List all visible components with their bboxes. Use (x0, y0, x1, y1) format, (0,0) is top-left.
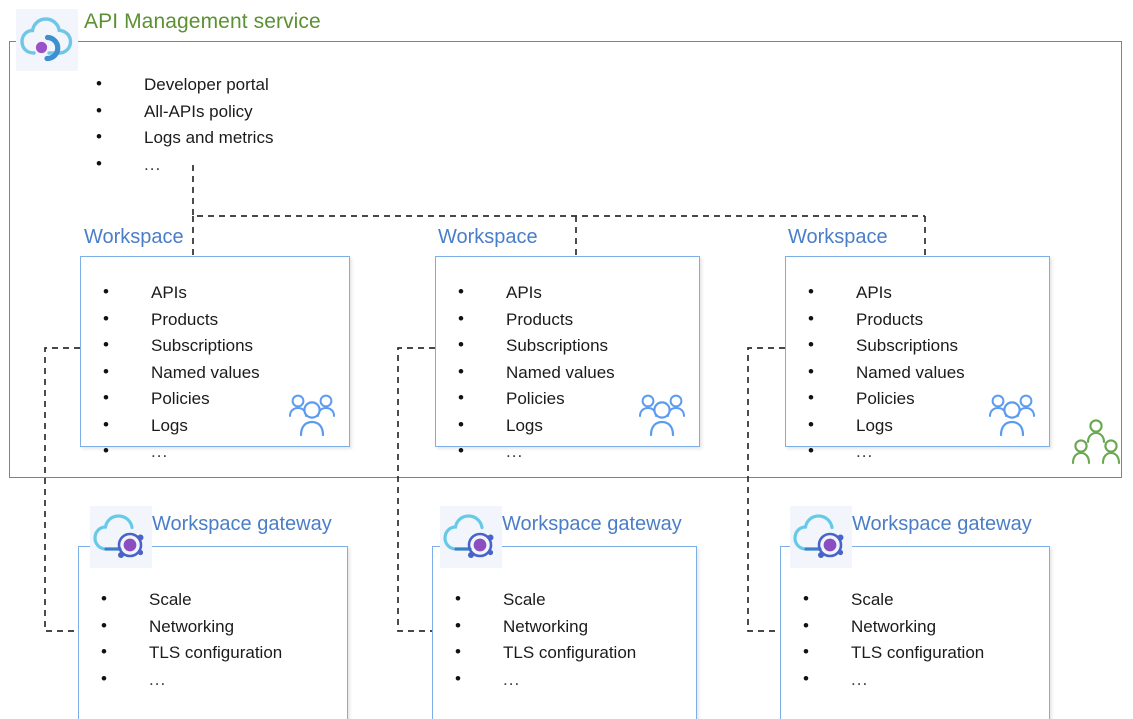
list-item: TLS configuration (455, 639, 636, 667)
list-item: ... (103, 438, 260, 466)
list-item: ... (455, 666, 636, 694)
workspace-gateway-2-label: Workspace gateway (502, 513, 682, 535)
workspace-2-label: Workspace (438, 226, 538, 248)
list-item: Logs (808, 412, 965, 440)
list-item: ... (101, 666, 282, 694)
list-item: Named values (808, 359, 965, 387)
list-item: Scale (803, 586, 984, 614)
page-title: API Management service (84, 10, 321, 33)
list-item: Products (458, 306, 615, 334)
workspace-1-card[interactable]: APIs Products Subscriptions Named values… (80, 256, 350, 464)
service-feature-list: Developer portal All-APIs policy Logs an… (96, 71, 273, 179)
list-item: Logs (103, 412, 260, 440)
list-item: Products (808, 306, 965, 334)
list-item: Scale (455, 586, 636, 614)
workspace-3-feature-list: APIs Products Subscriptions Named values… (808, 279, 965, 466)
list-item: APIs (808, 279, 965, 307)
list-item: Scale (101, 586, 282, 614)
list-item: TLS configuration (101, 639, 282, 667)
list-item: Policies (458, 385, 615, 413)
workspace-gateway-1-card[interactable]: Scale Networking TLS configuration ... (78, 546, 348, 719)
people-group-icon (285, 392, 339, 438)
workspace-1-feature-list: APIs Products Subscriptions Named values… (103, 279, 260, 466)
workspace-3-label: Workspace (788, 226, 888, 248)
apim-cloud-icon (16, 9, 78, 71)
workspace-2-card[interactable]: APIs Products Subscriptions Named values… (435, 256, 700, 464)
workspace-gateway-cloud-icon (440, 506, 502, 568)
workspace-3-card[interactable]: APIs Products Subscriptions Named values… (785, 256, 1050, 464)
list-item: Subscriptions (808, 332, 965, 360)
list-item: Logs (458, 412, 615, 440)
list-item: Subscriptions (458, 332, 615, 360)
list-item: Logs and metrics (96, 124, 273, 152)
workspace-gateway-3-label: Workspace gateway (852, 513, 1032, 535)
list-item: All-APIs policy (96, 98, 273, 126)
list-item: ... (96, 151, 273, 179)
workspace-gateway-cloud-icon (90, 506, 152, 568)
workspace-2-feature-list: APIs Products Subscriptions Named values… (458, 279, 615, 466)
workspace-1-label: Workspace (84, 226, 184, 248)
people-group-icon (635, 392, 689, 438)
list-item: Developer portal (96, 71, 273, 99)
list-item: APIs (458, 279, 615, 307)
list-item: Networking (101, 613, 282, 641)
workspace-gateway-2-card[interactable]: Scale Networking TLS configuration ... (432, 546, 697, 719)
list-item: Products (103, 306, 260, 334)
gateway-2-feature-list: Scale Networking TLS configuration ... (455, 586, 636, 694)
workspace-gateway-1-label: Workspace gateway (152, 513, 332, 535)
list-item: Subscriptions (103, 332, 260, 360)
list-item: TLS configuration (803, 639, 984, 667)
list-item: ... (808, 438, 965, 466)
people-group-icon (985, 392, 1039, 438)
gateway-1-feature-list: Scale Networking TLS configuration ... (101, 586, 282, 694)
workspace-gateway-cloud-icon (790, 506, 852, 568)
workspace-gateway-3-card[interactable]: Scale Networking TLS configuration ... (780, 546, 1050, 719)
gateway-3-feature-list: Scale Networking TLS configuration ... (803, 586, 984, 694)
people-group-icon-green (1072, 418, 1120, 470)
list-item: Named values (458, 359, 615, 387)
api-management-service-boundary (9, 41, 1122, 478)
list-item: ... (803, 666, 984, 694)
list-item: ... (458, 438, 615, 466)
list-item: APIs (103, 279, 260, 307)
list-item: Policies (808, 385, 965, 413)
list-item: Networking (455, 613, 636, 641)
list-item: Networking (803, 613, 984, 641)
list-item: Named values (103, 359, 260, 387)
list-item: Policies (103, 385, 260, 413)
